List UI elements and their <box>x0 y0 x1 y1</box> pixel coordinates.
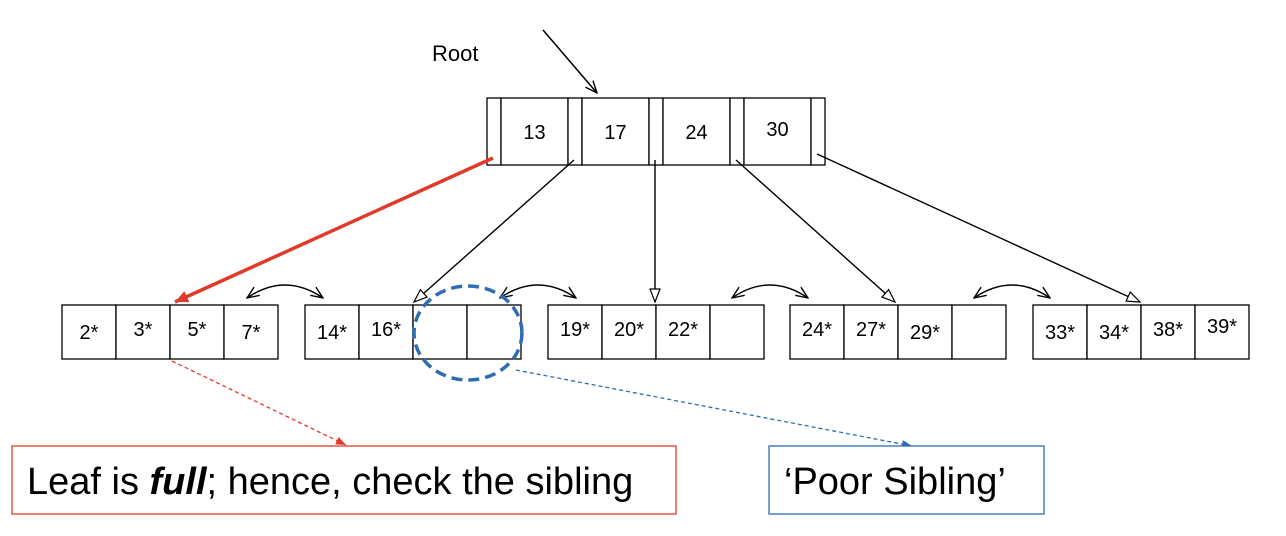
leaf-entry: 19* <box>560 319 590 341</box>
leaf-entry: 39* <box>1207 316 1237 338</box>
full-callout-text: Leaf is full; hence, check the sibling <box>27 461 633 503</box>
leaf-node: 14* 16* <box>304 304 522 360</box>
full-callout-emphasis: full <box>150 461 208 503</box>
full-callout-arrow <box>171 360 347 446</box>
sibling-link-arrow <box>974 284 1050 298</box>
leaf-entry: 20* <box>614 319 644 341</box>
root-key: 30 <box>766 119 788 141</box>
root-node: 13 17 24 30 <box>486 97 826 166</box>
leaf-node: 24* 27* 29* <box>789 304 1007 360</box>
root-key: 24 <box>685 122 707 144</box>
leaf-entry: 24* <box>802 319 832 341</box>
insert-path-arrow <box>174 156 494 304</box>
full-callout-suffix: ; hence, check the sibling <box>207 461 634 503</box>
leaf-entry: 27* <box>856 319 886 341</box>
root-key: 17 <box>604 122 626 144</box>
leaf-entry: 33* <box>1045 322 1075 344</box>
full-callout-prefix: Leaf is <box>27 461 150 503</box>
leaf-entry: 34* <box>1099 322 1129 344</box>
leaf-entry: 16* <box>371 319 401 341</box>
child-pointer-arrow <box>735 159 897 304</box>
child-pointer-arrow <box>816 153 1142 303</box>
leaf-node: 33* 34* 38* 39* <box>1032 304 1250 360</box>
leaf-entry: 22* <box>668 319 698 341</box>
leaf-entry: 29* <box>910 322 940 344</box>
leaf-entry: 38* <box>1153 319 1183 341</box>
full-callout-box <box>11 445 677 515</box>
leaf-entry: 7* <box>242 322 261 344</box>
sibling-link-arrow <box>247 284 323 298</box>
leaf-entry: 5* <box>188 319 207 341</box>
poor-callout-text: ‘Poor Sibling’ <box>784 461 1006 503</box>
poor-sibling-highlight <box>412 284 524 382</box>
leaf-node: 2* 3* 5* 7* <box>61 304 279 360</box>
poor-callout-box <box>768 445 1045 515</box>
root-key: 13 <box>523 122 545 144</box>
root-label: Root <box>432 41 478 66</box>
sibling-link-arrow <box>500 284 576 298</box>
leaf-node: 19* 20* 22* <box>547 304 765 360</box>
leaf-entry: 3* <box>134 319 153 341</box>
leaf-entry: 2* <box>80 322 99 344</box>
child-pointer-arrow <box>412 159 575 304</box>
leaf-entry: 14* <box>317 322 347 344</box>
sibling-link-arrow <box>732 284 808 298</box>
root-pointer-arrow <box>542 29 597 93</box>
poor-callout-arrow <box>515 369 913 449</box>
